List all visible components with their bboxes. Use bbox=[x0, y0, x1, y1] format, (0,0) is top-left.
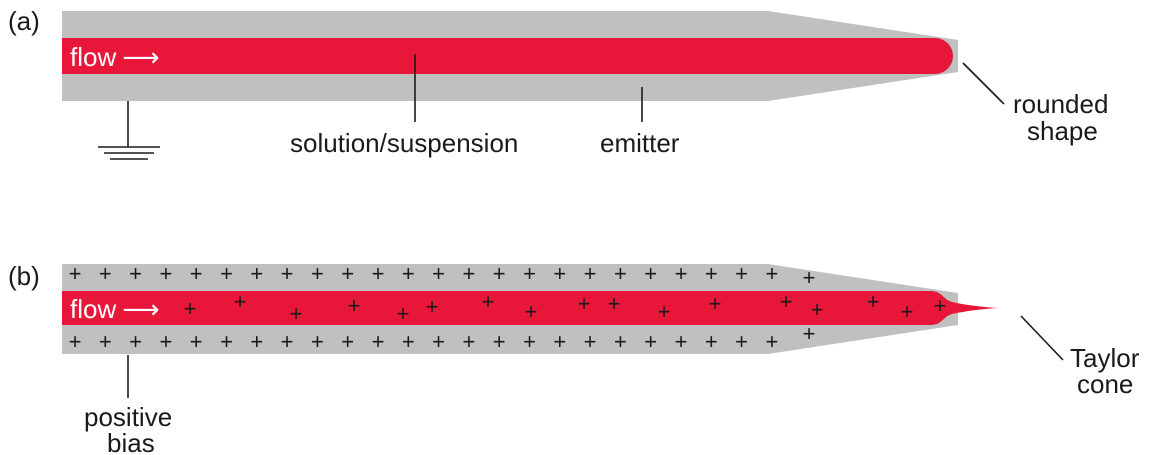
surface-charges-top: + + + + + + + + + + + + + + + + + + + + + + + + + bbox=[69, 261, 816, 290]
rounded-label-line1: rounded bbox=[1013, 89, 1108, 119]
plus-charge: + bbox=[608, 291, 621, 316]
plus-charge: + bbox=[234, 289, 247, 314]
positive-bias-label-line1: positive bbox=[84, 402, 172, 432]
plus-charge: + bbox=[402, 261, 415, 286]
plus-charge: + bbox=[735, 329, 748, 354]
plus-charge: + bbox=[311, 261, 324, 286]
plus-charge: + bbox=[397, 301, 410, 326]
plus-charge: + bbox=[523, 329, 536, 354]
plus-charge: + bbox=[675, 261, 688, 286]
fluid-charges: + + + + + + + + + + + + + + + + + bbox=[184, 289, 947, 326]
plus-charge: + bbox=[709, 291, 722, 316]
plus-charge: + bbox=[553, 329, 566, 354]
rounded-label-line2: shape bbox=[1027, 116, 1098, 146]
plus-charge: + bbox=[290, 301, 303, 326]
plus-charge: + bbox=[462, 329, 475, 354]
plus-charge: + bbox=[402, 329, 415, 354]
plus-charge: + bbox=[705, 329, 718, 354]
surface-charges-bottom: + + + + + + + + + + + + + + + + + + + + + + + + + bbox=[69, 321, 816, 354]
plus-charge: + bbox=[765, 261, 778, 286]
plus-charge: + bbox=[482, 289, 495, 314]
plus-charge: + bbox=[341, 261, 354, 286]
solution-channel-b bbox=[62, 291, 998, 325]
plus-charge: + bbox=[372, 261, 385, 286]
plus-charge: + bbox=[250, 261, 263, 286]
plus-charge: + bbox=[523, 261, 536, 286]
rounded-shape-leader-line bbox=[962, 62, 1005, 105]
emitter-label: emitter bbox=[600, 128, 680, 158]
panel-a-tag: (a) bbox=[8, 6, 40, 36]
plus-charge: + bbox=[811, 297, 824, 322]
plus-charge: + bbox=[553, 261, 566, 286]
taylor-cone-leader-line bbox=[1020, 315, 1064, 361]
plus-charge: + bbox=[705, 261, 718, 286]
plus-charge: + bbox=[493, 329, 506, 354]
plus-charge: + bbox=[867, 289, 880, 314]
plus-charge: + bbox=[372, 329, 385, 354]
flow-label-b: flow⟶ bbox=[70, 294, 160, 324]
plus-charge: + bbox=[658, 299, 671, 324]
flow-label-a: flow⟶ bbox=[70, 42, 160, 72]
taylor-cone-label-line1: Taylor bbox=[1070, 343, 1140, 373]
taylor-cone-label-line2: cone bbox=[1077, 369, 1133, 399]
plus-charge: + bbox=[190, 329, 203, 354]
plus-charge: + bbox=[129, 329, 142, 354]
plus-charge: + bbox=[675, 329, 688, 354]
plus-charge: + bbox=[281, 261, 294, 286]
positive-bias-label-line2: bias bbox=[107, 428, 155, 455]
solution-suspension-label: solution/suspension bbox=[290, 128, 518, 158]
plus-charge: + bbox=[159, 261, 172, 286]
plus-charge: + bbox=[803, 321, 816, 346]
plus-charge: + bbox=[493, 261, 506, 286]
panel-b-tag: (b) bbox=[8, 261, 40, 291]
plus-charge: + bbox=[348, 293, 361, 318]
plus-charge: + bbox=[432, 329, 445, 354]
plus-charge: + bbox=[220, 329, 233, 354]
plus-charge: + bbox=[462, 261, 475, 286]
plus-charge: + bbox=[644, 261, 657, 286]
plus-charge: + bbox=[803, 265, 816, 290]
plus-charge: + bbox=[614, 261, 627, 286]
plus-charge: + bbox=[69, 261, 82, 286]
ground-symbol bbox=[98, 101, 160, 160]
plus-charge: + bbox=[426, 294, 439, 319]
panel-a: (a) flow⟶ solution/suspension emitter ro… bbox=[8, 6, 1108, 160]
panel-b: (b) flow⟶ +++++++++++++++++++++++++ ++++… bbox=[8, 261, 1140, 455]
plus-charge: + bbox=[250, 329, 263, 354]
plus-charge: + bbox=[432, 261, 445, 286]
plus-charge: + bbox=[644, 329, 657, 354]
plus-charge: + bbox=[934, 293, 947, 318]
plus-charge: + bbox=[525, 299, 538, 324]
plus-charge: + bbox=[584, 329, 597, 354]
plus-charge: + bbox=[780, 289, 793, 314]
plus-charge: + bbox=[281, 329, 294, 354]
plus-charge: + bbox=[578, 291, 591, 316]
plus-charge: + bbox=[129, 261, 142, 286]
plus-charge: + bbox=[184, 296, 197, 321]
plus-charge: + bbox=[159, 329, 172, 354]
plus-charge: + bbox=[190, 261, 203, 286]
plus-charge: + bbox=[341, 329, 354, 354]
solution-channel-a bbox=[62, 38, 953, 74]
plus-charge: + bbox=[99, 329, 112, 354]
plus-charge: + bbox=[901, 299, 914, 324]
plus-charge: + bbox=[614, 329, 627, 354]
plus-charge: + bbox=[99, 261, 112, 286]
plus-charge: + bbox=[584, 261, 597, 286]
plus-charge: + bbox=[735, 261, 748, 286]
plus-charge: + bbox=[220, 261, 233, 286]
plus-charge: + bbox=[69, 329, 82, 354]
plus-charge: + bbox=[311, 329, 324, 354]
plus-charge: + bbox=[765, 329, 778, 354]
